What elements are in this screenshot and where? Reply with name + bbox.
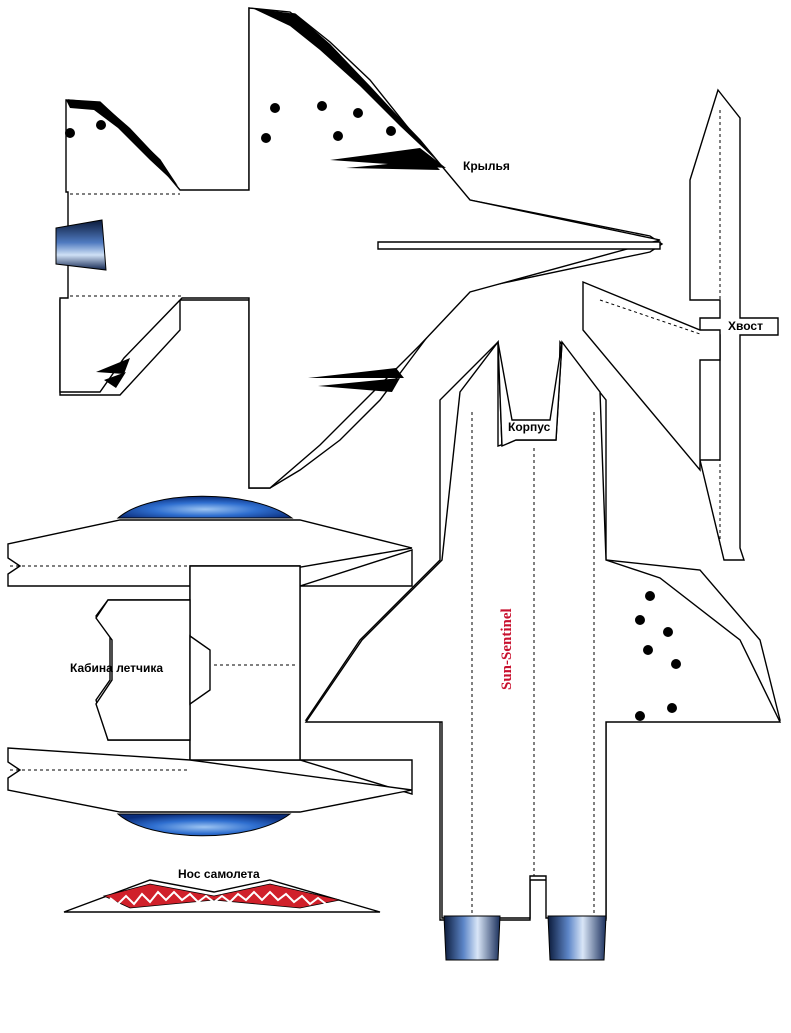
cockpit-label: Кабина летчика bbox=[70, 661, 163, 675]
engine-nozzle-icon bbox=[55, 219, 107, 271]
engine-nozzle-icon bbox=[547, 915, 607, 961]
wings-part: Крылья bbox=[55, 7, 664, 489]
cockpit-part: Кабина летчика bbox=[7, 495, 413, 837]
body-label: Корпус bbox=[508, 420, 551, 434]
canopy-icon bbox=[116, 813, 292, 837]
wings-label: Крылья bbox=[463, 159, 510, 173]
fuselage-part: Sun-Sentinel Корпус bbox=[304, 339, 782, 961]
canopy-icon bbox=[116, 495, 294, 519]
tail-label: Хвост bbox=[728, 319, 763, 333]
engine-nozzle-icon bbox=[443, 915, 501, 961]
tail-part: Хвост bbox=[582, 88, 779, 561]
sun-sentinel-logo: Sun-Sentinel bbox=[499, 608, 515, 690]
nose-part: Нос самолета bbox=[63, 867, 381, 913]
nose-label: Нос самолета bbox=[178, 867, 260, 881]
